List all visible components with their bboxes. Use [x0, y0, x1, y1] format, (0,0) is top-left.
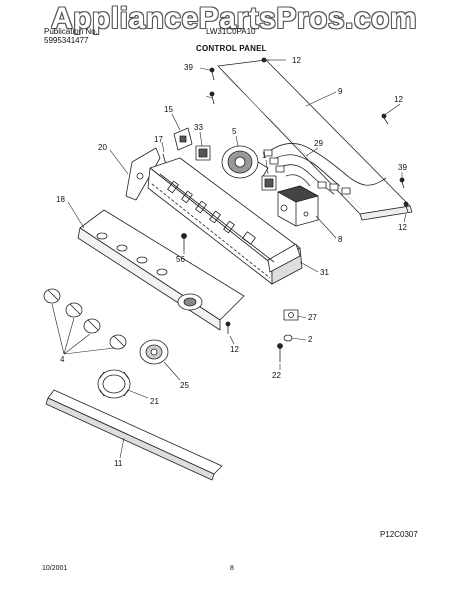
part-5-selector-switch	[221, 145, 269, 179]
callout-9: 9	[338, 87, 343, 96]
part-31-console	[147, 157, 303, 285]
callout-27: 27	[308, 313, 317, 322]
part-15-switch	[173, 127, 193, 151]
callout-1: 1	[262, 151, 267, 160]
part-21-knob-skirt	[97, 369, 131, 399]
watermark-logo: AppliancePartsPros.com	[50, 2, 418, 35]
screws	[209, 57, 409, 334]
part-20-end-cap	[125, 147, 161, 201]
publication-number: 5995341477	[44, 36, 89, 45]
part-33-switch	[195, 145, 211, 161]
callout-11: 11	[114, 459, 123, 468]
part-2-spring	[283, 334, 293, 342]
callout-4: 4	[60, 355, 65, 364]
callout-22: 22	[272, 371, 281, 380]
callout-17: 17	[154, 135, 163, 144]
part-25-control-knob	[139, 339, 169, 365]
callout-29: 29	[314, 139, 323, 148]
page-number: 8	[230, 565, 234, 572]
callout-8: 8	[338, 235, 343, 244]
publication-label: Publication No.	[44, 27, 98, 36]
part-4-knobs	[43, 288, 127, 350]
part-27-bracket	[283, 309, 299, 321]
callout-39: 39	[184, 63, 193, 72]
part-18-front-panel	[77, 209, 245, 331]
callout-12: 12	[394, 95, 403, 104]
callout-5: 5	[232, 127, 237, 136]
illustration-code: P12C0307	[380, 530, 418, 539]
section-title: CONTROL PANEL	[196, 44, 267, 53]
part-9-rear-panel	[217, 59, 413, 221]
publication-block: Publication No. 5995341477	[44, 27, 98, 45]
callout-12: 12	[230, 345, 239, 354]
callout-15: 15	[164, 105, 173, 114]
part-56-screw	[181, 233, 187, 250]
callout-labels: 39 12 9 12 15 33 5 29 39 12 17 20 1 18 8…	[56, 56, 407, 468]
callout-39: 39	[398, 163, 407, 172]
callout-33: 33	[194, 123, 203, 132]
part-8-timer	[277, 185, 319, 227]
model-block: LW31C0PA10	[206, 27, 256, 36]
part-11-trim-strip	[45, 389, 223, 481]
callout-56: 56	[176, 255, 185, 264]
callout-18: 18	[56, 195, 65, 204]
publication-date: 10/2001	[42, 565, 68, 572]
part-29-wire-harness	[263, 143, 387, 195]
leader-lines	[51, 59, 407, 459]
callout-25: 25	[180, 381, 189, 390]
callout-12: 12	[398, 223, 407, 232]
part-1-switch	[261, 175, 277, 191]
callout-20: 20	[98, 143, 107, 152]
callout-2: 2	[308, 335, 313, 344]
part-22-screw	[277, 343, 283, 362]
callout-12: 12	[292, 56, 301, 65]
callout-31: 31	[320, 268, 329, 277]
callout-21: 21	[150, 397, 159, 406]
model-label: LW31C0PA10	[206, 27, 256, 36]
